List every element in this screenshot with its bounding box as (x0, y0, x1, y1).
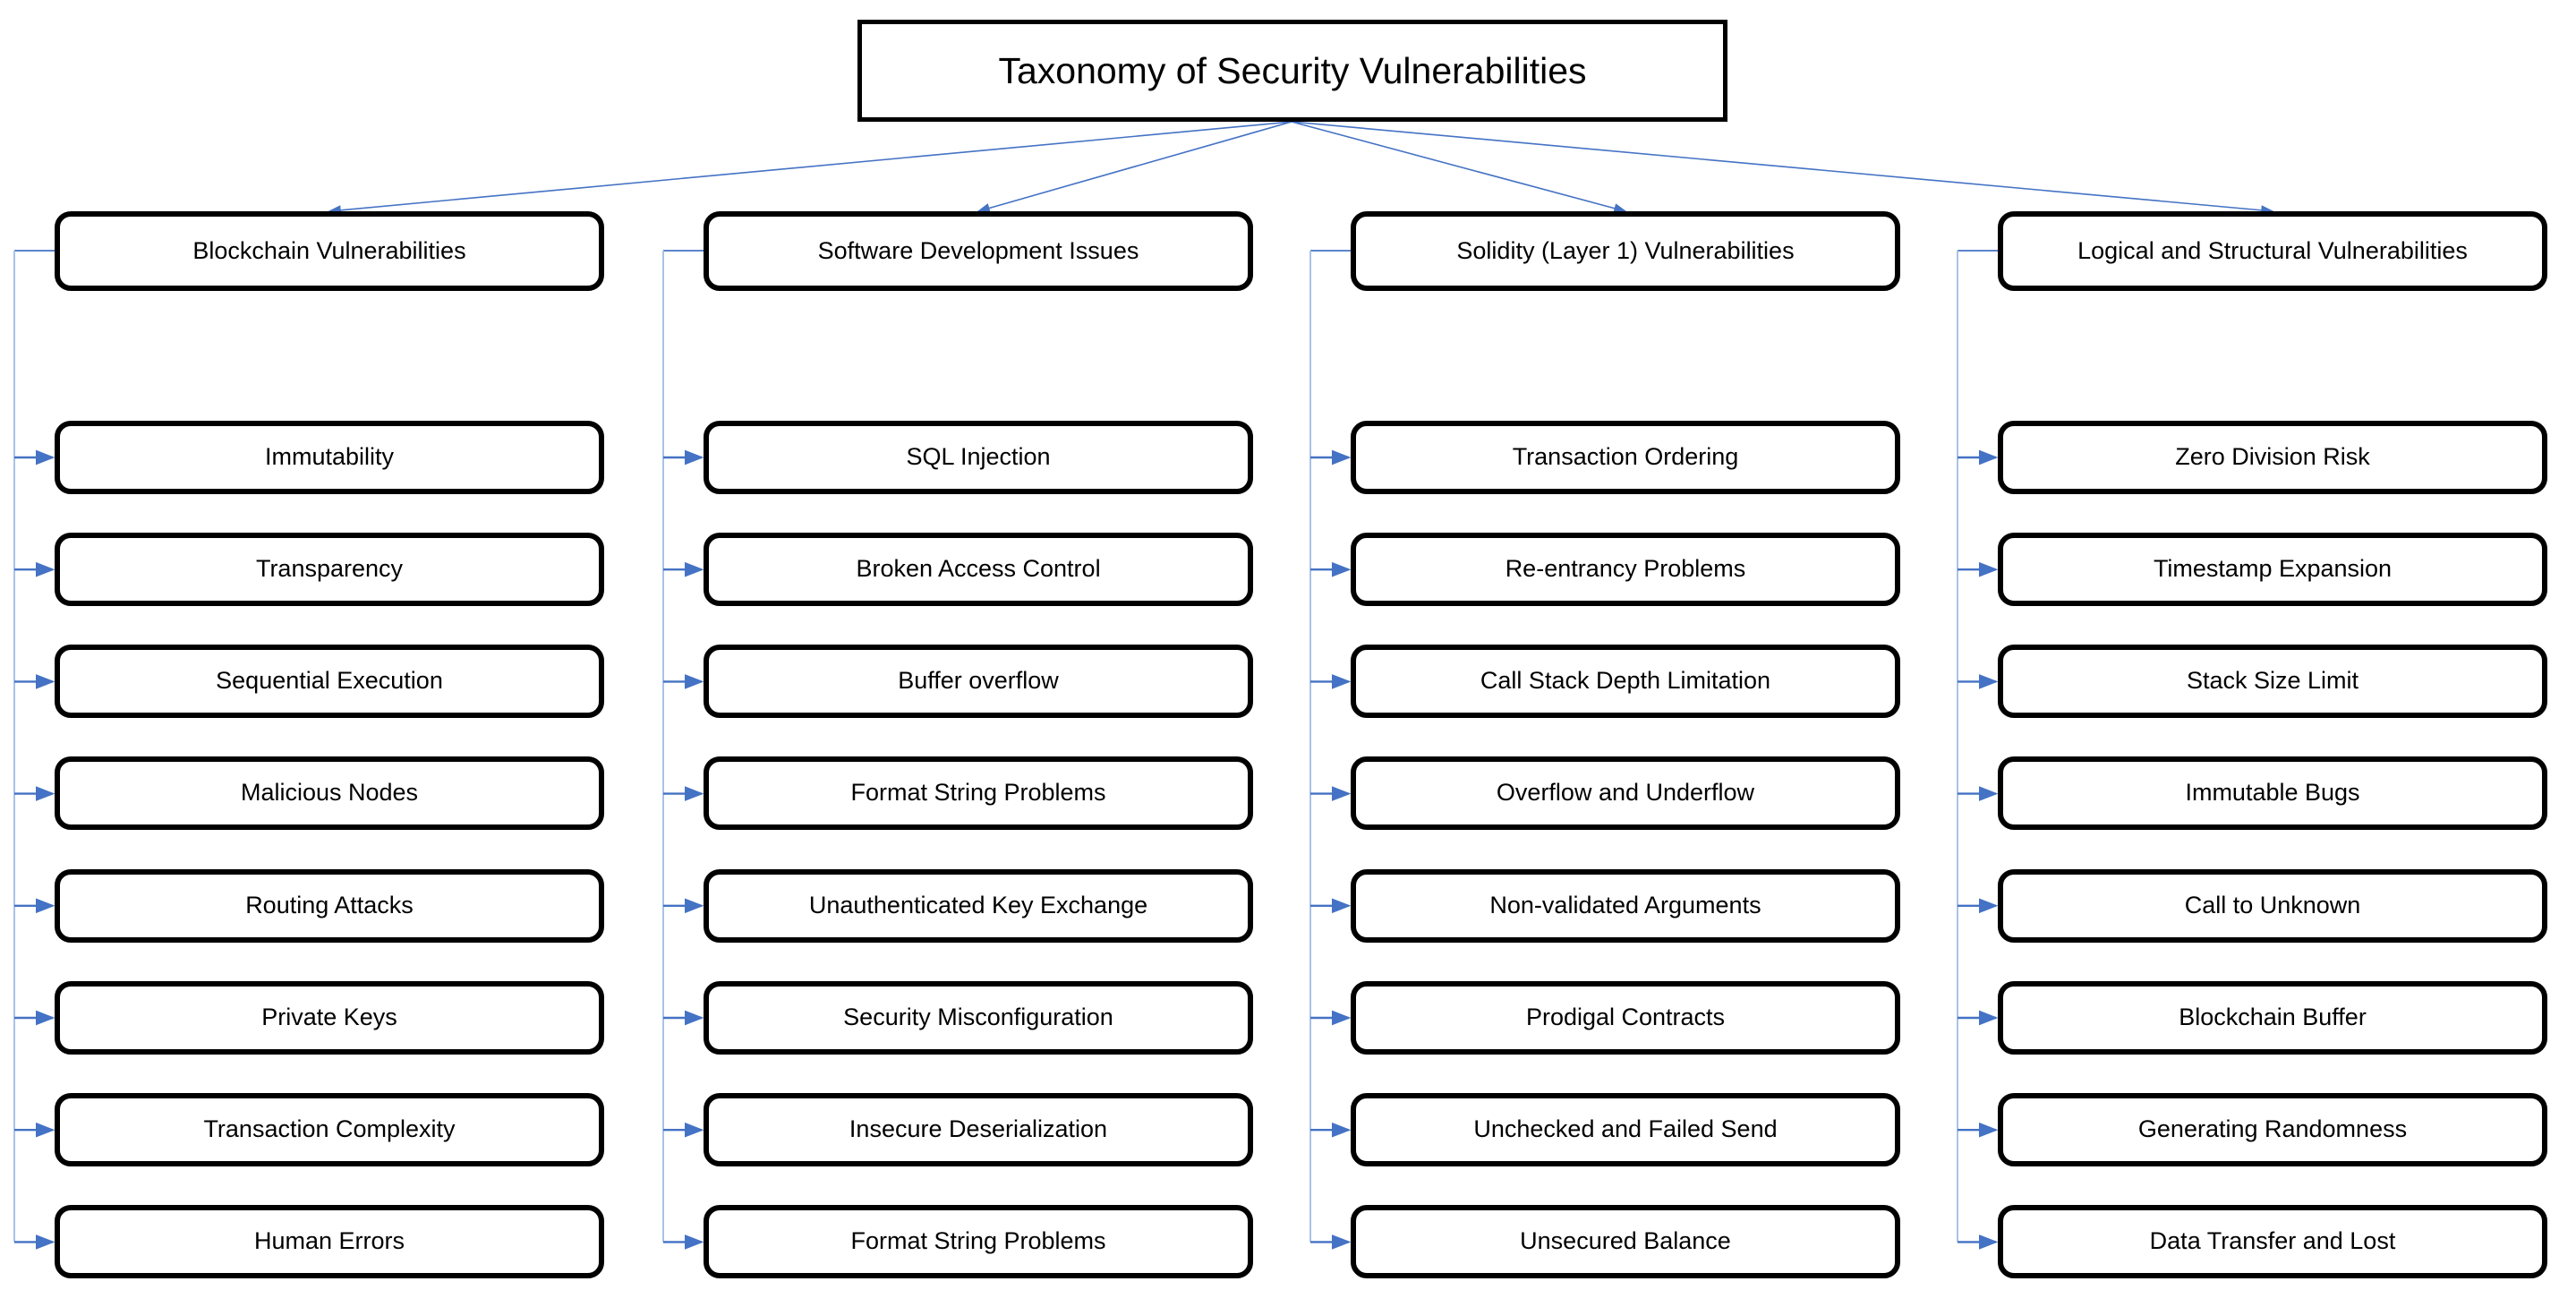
node-blockchain-vulnerabilities: Blockchain Vulnerabilities (55, 211, 604, 291)
node-data-transfer-and-lost: Data Transfer and Lost (1998, 1205, 2547, 1278)
node-broken-access-control: Broken Access Control (704, 533, 1253, 606)
node-buffer-overflow: Buffer overflow (704, 645, 1253, 718)
node-prodigal-contracts: Prodigal Contracts (1351, 981, 1900, 1055)
node-unchecked-and-failed-send: Unchecked and Failed Send (1351, 1093, 1900, 1166)
node-timestamp-expansion: Timestamp Expansion (1998, 533, 2547, 606)
node-immutability: Immutability (55, 421, 604, 494)
node-insecure-deserialization: Insecure Deserialization (704, 1093, 1253, 1166)
node-unsecured-balance: Unsecured Balance (1351, 1205, 1900, 1278)
node-zero-division-risk: Zero Division Risk (1998, 421, 2547, 494)
node-format-string-problems-2: Format String Problems (704, 1205, 1253, 1278)
node-sql-injection: SQL Injection (704, 421, 1253, 494)
node-re-entrancy-problems: Re-entrancy Problems (1351, 533, 1900, 606)
diagram-title: Taxonomy of Security Vulnerabilities (857, 20, 1727, 122)
node-sequential-execution: Sequential Execution (55, 645, 604, 718)
node-overflow-and-underflow: Overflow and Underflow (1351, 756, 1900, 830)
node-software-development-issues: Software Development Issues (704, 211, 1253, 291)
node-call-stack-depth-limitation: Call Stack Depth Limitation (1351, 645, 1900, 718)
node-private-keys: Private Keys (55, 981, 604, 1055)
node-format-string-problems-1: Format String Problems (704, 756, 1253, 830)
node-unauthenticated-key-exchange: Unauthenticated Key Exchange (704, 869, 1253, 943)
node-call-to-unknown: Call to Unknown (1998, 869, 2547, 943)
node-logical-structural-vulnerabilities: Logical and Structural Vulnerabilities (1998, 211, 2547, 291)
node-transaction-ordering: Transaction Ordering (1351, 421, 1900, 494)
node-transaction-complexity: Transaction Complexity (55, 1093, 604, 1166)
node-immutable-bugs: Immutable Bugs (1998, 756, 2547, 830)
node-stack-size-limit: Stack Size Limit (1998, 645, 2547, 718)
node-human-errors: Human Errors (55, 1205, 604, 1278)
node-non-validated-arguments: Non-validated Arguments (1351, 869, 1900, 943)
node-solidity-layer1-vulnerabilities: Solidity (Layer 1) Vulnerabilities (1351, 211, 1900, 291)
node-malicious-nodes: Malicious Nodes (55, 756, 604, 830)
node-security-misconfiguration: Security Misconfiguration (704, 981, 1253, 1055)
node-transparency: Transparency (55, 533, 604, 606)
node-routing-attacks: Routing Attacks (55, 869, 604, 943)
node-blockchain-buffer: Blockchain Buffer (1998, 981, 2547, 1055)
node-generating-randomness: Generating Randomness (1998, 1093, 2547, 1166)
